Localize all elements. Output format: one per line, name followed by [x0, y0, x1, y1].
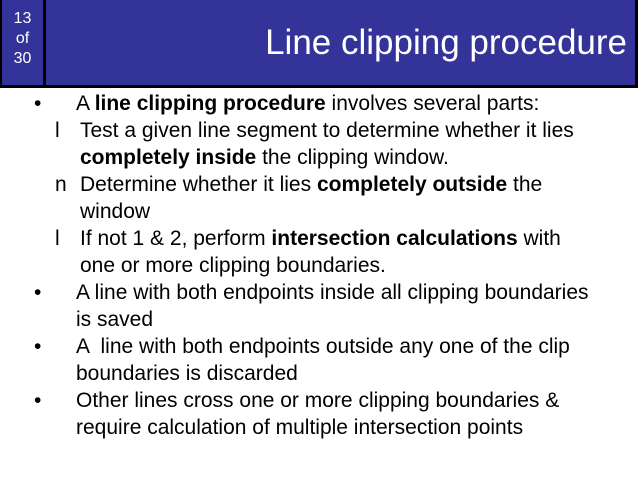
title-bar: Line clipping procedure: [46, 0, 638, 88]
bullet-marker: •: [34, 335, 42, 358]
page-number-total: 30: [13, 50, 32, 67]
sub-bullet-item: l Test a given line segment to determine …: [0, 117, 638, 171]
bullet-text: A line clipping procedure involves sever…: [76, 92, 540, 115]
bullet-marker: l: [55, 227, 60, 250]
page-number-separator: of: [15, 30, 30, 47]
bullet-text: A line with both endpoints outside any o…: [76, 335, 576, 385]
sub-bullet-item: n Determine whether it lies completely ou…: [0, 171, 638, 225]
page-number-current: 13: [13, 10, 32, 27]
slide-header: 13 of 30 Line clipping procedure: [0, 0, 638, 88]
bullet-marker: n: [55, 173, 67, 196]
bullet-marker: •: [34, 389, 42, 412]
bullet-item: • A line clipping procedure involves seve…: [0, 90, 638, 117]
bullet-text: If not 1 & 2, perform intersection calcu…: [80, 227, 567, 277]
page-indicator: 13 of 30: [0, 0, 46, 88]
bullet-marker: l: [55, 119, 60, 142]
sub-bullet-item: l If not 1 & 2, perform intersection calc…: [0, 225, 638, 279]
bullet-text: Test a given line segment to determine w…: [80, 119, 580, 169]
bullet-text: Other lines cross one or more clipping b…: [76, 389, 566, 439]
bullet-text: Determine whether it lies completely out…: [80, 173, 549, 223]
slide-title: Line clipping procedure: [265, 22, 627, 62]
bullet-list: • A line clipping procedure involves seve…: [0, 90, 638, 441]
bullet-marker: •: [34, 281, 42, 304]
bullet-marker: •: [34, 92, 42, 115]
bullet-item: • A line with both endpoints inside all c…: [0, 279, 638, 333]
bullet-text: A line with both endpoints inside all cl…: [76, 281, 595, 331]
bullet-item: • A line with both endpoints outside any …: [0, 333, 638, 387]
bullet-item: • Other lines cross one or more clipping …: [0, 387, 638, 441]
